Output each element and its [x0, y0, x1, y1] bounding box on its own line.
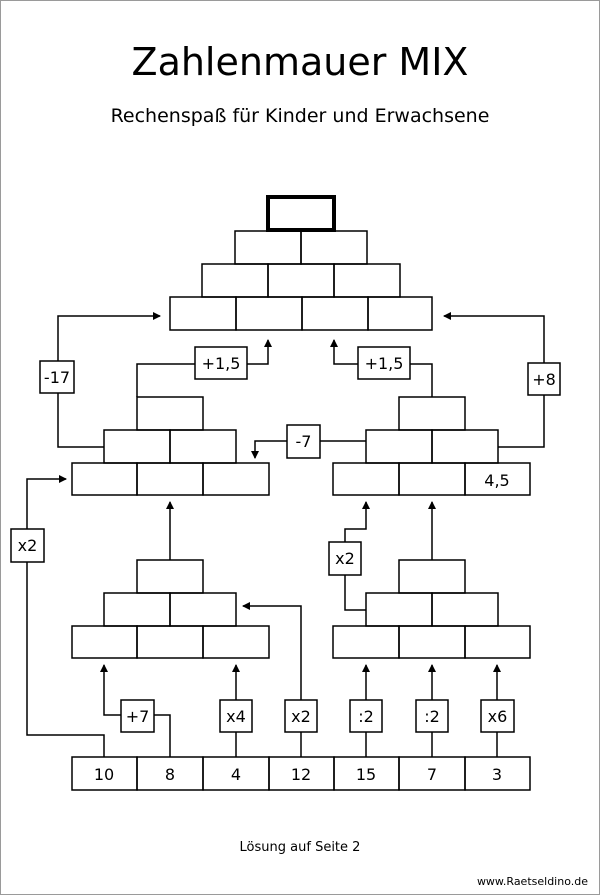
mid-left-cell[interactable] [103, 429, 171, 464]
op-box-div2-b [415, 699, 449, 733]
bottom-left-cell[interactable] [136, 625, 204, 659]
op-label: +1,5 [365, 354, 404, 373]
top-pyramid-cell[interactable] [367, 296, 433, 331]
op-box-plus-1-5-left [194, 346, 248, 380]
mid-left-cell[interactable] [202, 462, 270, 496]
bottom-right-cell[interactable] [431, 592, 499, 627]
top-pyramid-cell[interactable] [333, 263, 401, 298]
mid-right-cell[interactable] [398, 462, 466, 496]
solution-hint: Lösung auf Seite 2 [239, 840, 361, 855]
top-pyramid-cell[interactable] [169, 296, 237, 331]
op-label: x6 [488, 707, 508, 726]
op-box-plus-8 [527, 362, 561, 396]
bottom-left-cell[interactable] [103, 592, 171, 627]
arrow-minus-7 [251, 440, 366, 459]
op-label: +8 [532, 370, 556, 389]
base-value: 10 [94, 765, 114, 784]
base-value: 8 [165, 765, 175, 784]
op-box-x4 [219, 699, 253, 733]
op-label: +7 [126, 707, 150, 726]
op-label: x2 [335, 549, 355, 568]
op-box-x6 [480, 699, 515, 733]
top-pyramid-cell[interactable] [234, 230, 302, 265]
arrow-right-inner-x2 [344, 501, 370, 611]
operation-labels: x2 -17 +8 +1,5 +1,5 -7 x2 +7 x4 x2 :2 :2… [18, 354, 556, 726]
operation-boxes [10, 346, 561, 733]
given-value: 4,5 [484, 471, 509, 490]
middle-left-pyramid [71, 396, 270, 496]
top-pyramid-cell[interactable] [300, 230, 368, 265]
mid-left-cell[interactable] [136, 396, 204, 431]
op-box-div2-a [349, 699, 383, 733]
bottom-right-cell[interactable] [398, 559, 466, 594]
bottom-right-cell[interactable] [332, 625, 400, 659]
base-value: 4 [231, 765, 241, 784]
op-label: :2 [358, 707, 374, 726]
op-label: -7 [296, 432, 312, 451]
top-pyramid-cell[interactable] [201, 263, 269, 298]
op-label: x2 [18, 536, 38, 555]
bottom-left-cell[interactable] [202, 625, 270, 659]
mid-left-cell[interactable] [136, 462, 204, 496]
op-box-right-inner-x2 [328, 541, 362, 576]
middle-right-pyramid [332, 396, 531, 496]
base-value: 12 [291, 765, 311, 784]
connector-lines [26, 312, 545, 757]
bottom-right-cell[interactable] [464, 625, 531, 659]
op-label: -17 [44, 368, 70, 387]
mid-left-cell[interactable] [71, 462, 138, 496]
arrow-left-x2 [26, 475, 105, 757]
page-subtitle: Rechenspaß für Kinder und Erwachsene [110, 105, 490, 127]
bottom-right-pyramid [332, 559, 531, 659]
bottom-right-cell[interactable] [398, 625, 466, 659]
mid-right-cell[interactable] [398, 396, 466, 431]
top-pyramid-cell[interactable] [235, 296, 303, 331]
op-label: x4 [226, 707, 246, 726]
website-link[interactable]: www.Raetseldino.de [476, 875, 588, 888]
top-pyramid-cell[interactable] [301, 296, 369, 331]
page-title: Zahlenmauer MIX [131, 40, 469, 84]
mid-right-cell[interactable] [332, 462, 400, 496]
mid-right-cell[interactable] [365, 429, 433, 464]
op-box-minus-7 [286, 424, 321, 459]
top-pyramid-cell[interactable] [267, 263, 335, 298]
base-value: 3 [492, 765, 502, 784]
base-value: 15 [356, 765, 376, 784]
top-pyramid [169, 195, 433, 331]
bottom-right-cell[interactable] [365, 592, 433, 627]
op-box-minus-17 [39, 360, 75, 394]
op-box-plus-7 [120, 699, 155, 733]
op-box-plus-1-5-right [357, 346, 411, 380]
op-label: +1,5 [202, 354, 241, 373]
base-values: 10 8 4 12 15 7 3 [94, 765, 502, 784]
op-box-x2-center [284, 699, 318, 733]
op-box-left-x2 [10, 528, 45, 563]
op-label: :2 [424, 707, 440, 726]
bottom-left-cell[interactable] [71, 625, 138, 659]
arrow-x2-center [242, 602, 302, 757]
mid-left-cell[interactable] [169, 429, 237, 464]
mid-right-cell[interactable] [431, 429, 499, 464]
bottom-left-pyramid [71, 559, 270, 659]
mid-right-cell-given [464, 462, 531, 496]
bottom-left-cell[interactable] [169, 592, 237, 627]
result-box[interactable] [266, 195, 336, 232]
op-label: x2 [291, 707, 311, 726]
bottom-left-cell[interactable] [136, 559, 204, 594]
base-value: 7 [427, 765, 437, 784]
